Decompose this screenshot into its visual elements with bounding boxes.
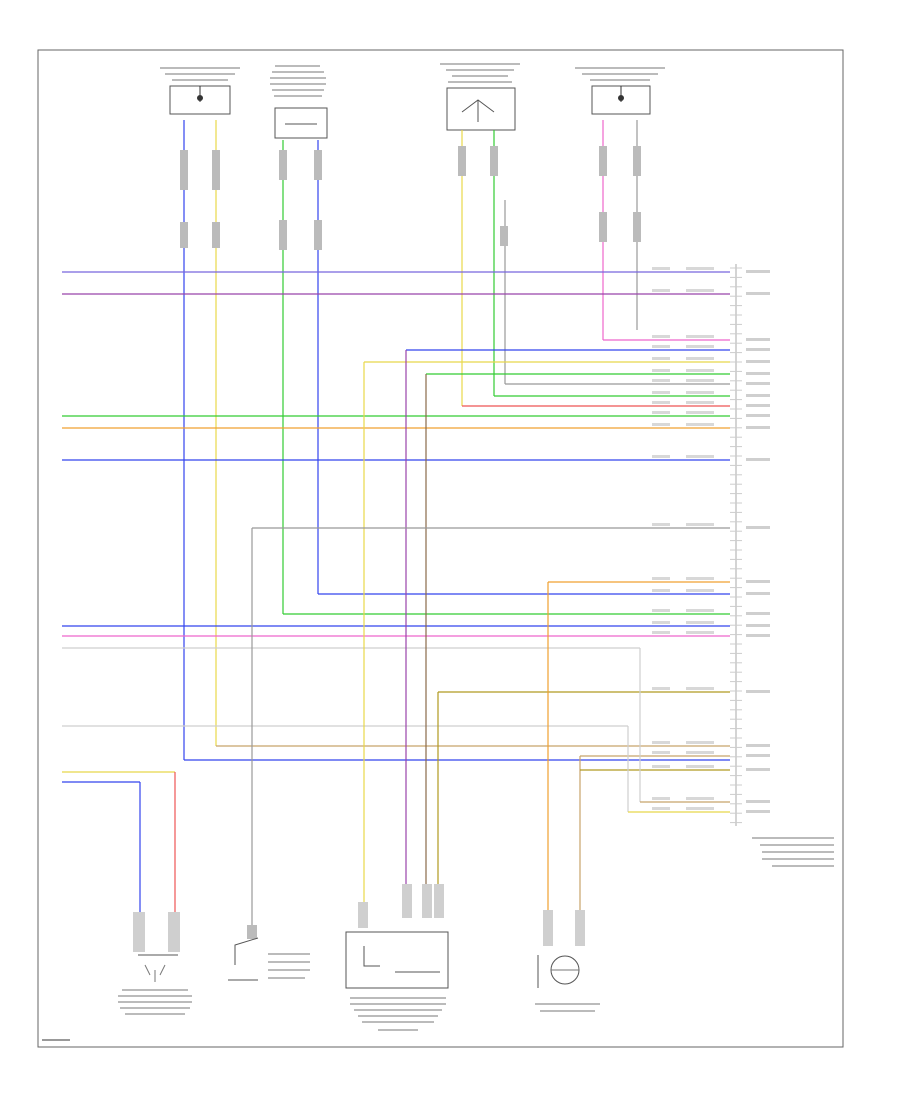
wire-color-mark xyxy=(686,765,714,768)
pin-label-mark xyxy=(746,634,770,637)
wire-color-mark xyxy=(686,621,714,624)
wire-code-mark xyxy=(652,751,670,754)
pin-label-mark xyxy=(746,526,770,529)
pin-label-mark xyxy=(746,426,770,429)
pin-label-mark xyxy=(746,612,770,615)
wire-label-marks xyxy=(180,146,641,250)
pin-label-mark xyxy=(746,580,770,583)
wire-code-mark xyxy=(652,523,670,526)
pin-label-mark xyxy=(746,414,770,417)
wire-code-mark xyxy=(652,379,670,382)
wire-code-mark xyxy=(652,765,670,768)
pin-rows xyxy=(652,267,770,824)
wire-code-mark xyxy=(652,609,670,612)
pin-label-mark xyxy=(746,348,770,351)
wire-code-mark xyxy=(652,807,670,810)
pin-label-mark xyxy=(746,394,770,397)
pin-label-mark xyxy=(746,382,770,385)
wire-color-mark xyxy=(686,357,714,360)
wire-color-mark xyxy=(686,523,714,526)
wire-color-mark xyxy=(686,687,714,690)
wire-color-mark xyxy=(686,741,714,744)
wire-color-mark xyxy=(686,423,714,426)
wire-color-mark xyxy=(686,609,714,612)
pin-label-mark xyxy=(746,690,770,693)
top-sensor-3-housing xyxy=(446,87,516,131)
wire-color-mark xyxy=(686,631,714,634)
wire-color-mark xyxy=(686,379,714,382)
wire-color-mark xyxy=(686,289,714,292)
wire-code-mark xyxy=(652,423,670,426)
wire-code-mark xyxy=(652,335,670,338)
wire-color-mark xyxy=(686,455,714,458)
pin-label-mark xyxy=(746,800,770,803)
top-sensor-2-housing xyxy=(274,107,328,139)
wire-color-mark xyxy=(686,369,714,372)
wire-code-mark xyxy=(652,391,670,394)
wire-color-mark xyxy=(686,345,714,348)
knock-sensor xyxy=(535,910,600,1012)
wire-code-mark xyxy=(652,631,670,634)
pin-label-mark xyxy=(746,592,770,595)
wire-color-mark xyxy=(686,391,714,394)
pin-label-mark xyxy=(746,458,770,461)
wire-code-mark xyxy=(652,369,670,372)
wire-color-mark xyxy=(686,807,714,810)
diagram-frame xyxy=(37,49,844,1048)
pin-label-mark xyxy=(746,754,770,757)
wire-code-mark xyxy=(652,621,670,624)
wire-code-mark xyxy=(652,741,670,744)
top-sensor-3 xyxy=(440,63,520,131)
pin-label-mark xyxy=(746,360,770,363)
wire-code-mark xyxy=(652,289,670,292)
pin-label-mark xyxy=(746,338,770,341)
wire-color-mark xyxy=(686,577,714,580)
pin-label-mark xyxy=(746,270,770,273)
module-description xyxy=(752,837,834,867)
wire-code-mark xyxy=(652,577,670,580)
wire-code-mark xyxy=(652,401,670,404)
wire-code-mark xyxy=(652,411,670,414)
wire-color-mark xyxy=(686,335,714,338)
pin-label-mark xyxy=(746,404,770,407)
pin-label-mark xyxy=(746,372,770,375)
wire-code-mark xyxy=(652,797,670,800)
pin-label-mark xyxy=(746,810,770,813)
wire-color-mark xyxy=(686,401,714,404)
wire-code-mark xyxy=(652,357,670,360)
wire-color-mark xyxy=(686,797,714,800)
wire-code-mark xyxy=(652,455,670,458)
wires xyxy=(62,120,730,930)
accel-pedal-sensor xyxy=(118,912,192,1015)
pin-label-mark xyxy=(746,768,770,771)
wire-code-mark xyxy=(652,345,670,348)
top-sensor-1 xyxy=(160,67,240,115)
wire-color-mark xyxy=(686,589,714,592)
top-sensor-4 xyxy=(575,67,665,115)
wire-color-mark xyxy=(686,267,714,270)
wire-color-mark xyxy=(686,751,714,754)
throttle-body xyxy=(345,884,449,1031)
wire-color-mark xyxy=(686,411,714,414)
throttle-body-housing xyxy=(345,931,449,989)
pin-label-mark xyxy=(746,624,770,627)
wire-code-mark xyxy=(652,589,670,592)
top-sensor-2 xyxy=(270,65,328,139)
pressure-switch xyxy=(228,925,310,981)
wire-code-mark xyxy=(652,687,670,690)
wire-code-mark xyxy=(652,267,670,270)
pin-label-mark xyxy=(746,744,770,747)
pin-label-mark xyxy=(746,292,770,295)
